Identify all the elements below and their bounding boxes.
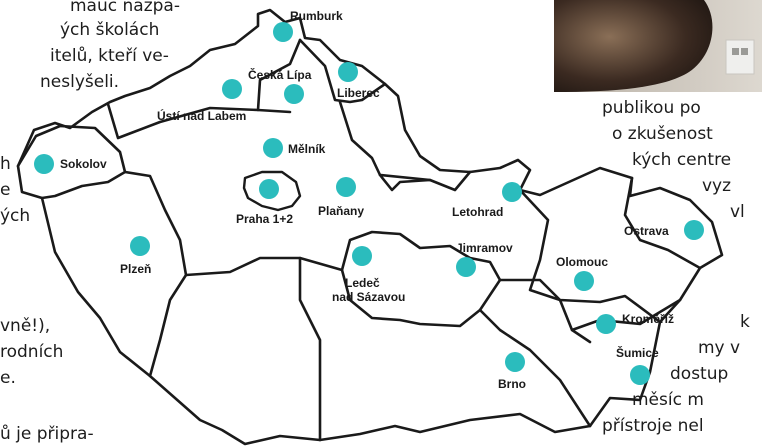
label-ostrava: Ostrava (624, 224, 669, 238)
left-line-6: e (0, 180, 11, 200)
label-planany: Plaňany (318, 204, 364, 218)
right-line-7: my v (698, 338, 741, 358)
region-south-bohemia (184, 256, 344, 277)
left-line-2: ých školách (60, 20, 160, 40)
left-line-5: h (0, 154, 11, 174)
right-line-2: o zkušenost (612, 124, 713, 144)
region-ustecky-east (256, 38, 302, 112)
left-line-11: ů je připra- (0, 424, 94, 444)
marker-liberec[interactable] (338, 62, 358, 82)
right-line-3: kých centre (632, 150, 732, 170)
right-line-4: vyz (702, 176, 732, 196)
right-line-8: dostup (670, 364, 729, 384)
region-praha (242, 170, 302, 212)
label-usti: Ústí nad Labem (157, 108, 246, 123)
region-moravian-silesian (623, 176, 702, 270)
photo-image (554, 0, 762, 92)
marker-ceska-lipa[interactable] (222, 79, 242, 99)
region-plzen (123, 170, 188, 378)
marker-melnik[interactable] (263, 138, 283, 158)
article-right-column: publikou po o zkušenost kých centre vyz … (602, 90, 762, 447)
marker-usti[interactable] (284, 84, 304, 104)
region-central-east (338, 100, 472, 192)
label-ledec-2: nad Sázavou (332, 290, 405, 304)
region-liberec (298, 38, 387, 104)
label-rumburk: Rumburk (290, 9, 343, 23)
right-line-5: vl (730, 202, 745, 222)
marker-ostrava[interactable] (684, 220, 704, 240)
region-vysocina (340, 230, 502, 328)
country-outline (16, 8, 724, 446)
left-line-10: e. (0, 368, 16, 388)
marker-sumice[interactable] (630, 365, 650, 385)
marker-planany[interactable] (336, 177, 356, 197)
left-line-1: mauc nazpa- (70, 0, 180, 16)
left-line-3: itelů, kteří ve- (50, 46, 169, 66)
marker-plzen[interactable] (130, 236, 150, 256)
marker-letohrad[interactable] (502, 182, 522, 202)
right-line-1: publikou po (602, 98, 701, 118)
label-ceska-lipa: Česká Lípa (248, 67, 312, 82)
region-south-moravia (478, 308, 592, 428)
region-south-moravia-2 (498, 278, 592, 344)
label-praha: Praha 1+2 (236, 212, 293, 226)
label-sumice: Šumice (616, 345, 659, 360)
article-left-column: mauc nazpa- ých školách itelů, kteří ve-… (0, 0, 180, 447)
left-line-4: neslyšeli. (40, 72, 120, 92)
marker-praha[interactable] (259, 179, 279, 199)
right-line-9: měsíc m (632, 390, 704, 410)
marker-brno[interactable] (505, 352, 525, 372)
marker-rumburk[interactable] (273, 22, 293, 42)
left-line-9: rodních (0, 342, 64, 362)
region-pardubice (378, 173, 432, 182)
marker-ledec[interactable] (352, 246, 372, 266)
label-olomouc: Olomouc (556, 255, 608, 269)
label-brno: Brno (498, 377, 526, 391)
left-line-8: vně!), (0, 316, 51, 336)
label-kromeriz: Kroměříž (622, 312, 674, 326)
label-ledec: Ledeč (345, 276, 380, 290)
label-plzen: Plzeň (120, 262, 151, 276)
right-line-6: k (740, 312, 750, 332)
marker-jimramov[interactable] (456, 257, 476, 277)
region-ustecky (106, 102, 292, 140)
left-line-7: ých (0, 206, 31, 226)
label-letohrad: Letohrad (452, 205, 503, 219)
label-sokolov: Sokolov (60, 157, 107, 171)
right-line-10: přístroje nel (602, 416, 704, 436)
label-melnik: Mělník (288, 142, 326, 156)
region-karlovy-vary (16, 124, 127, 200)
label-liberec: Liberec (337, 86, 380, 100)
marker-sokolov[interactable] (34, 154, 54, 174)
photo (554, 0, 762, 92)
region-zlin (570, 298, 682, 332)
city-markers (34, 22, 704, 385)
marker-kromeriz[interactable] (596, 314, 616, 334)
region-olomouc (518, 188, 662, 324)
label-jimramov: Jimramov (456, 241, 513, 255)
marker-olomouc[interactable] (574, 271, 594, 291)
region-south-bohemia-2 (298, 256, 322, 442)
